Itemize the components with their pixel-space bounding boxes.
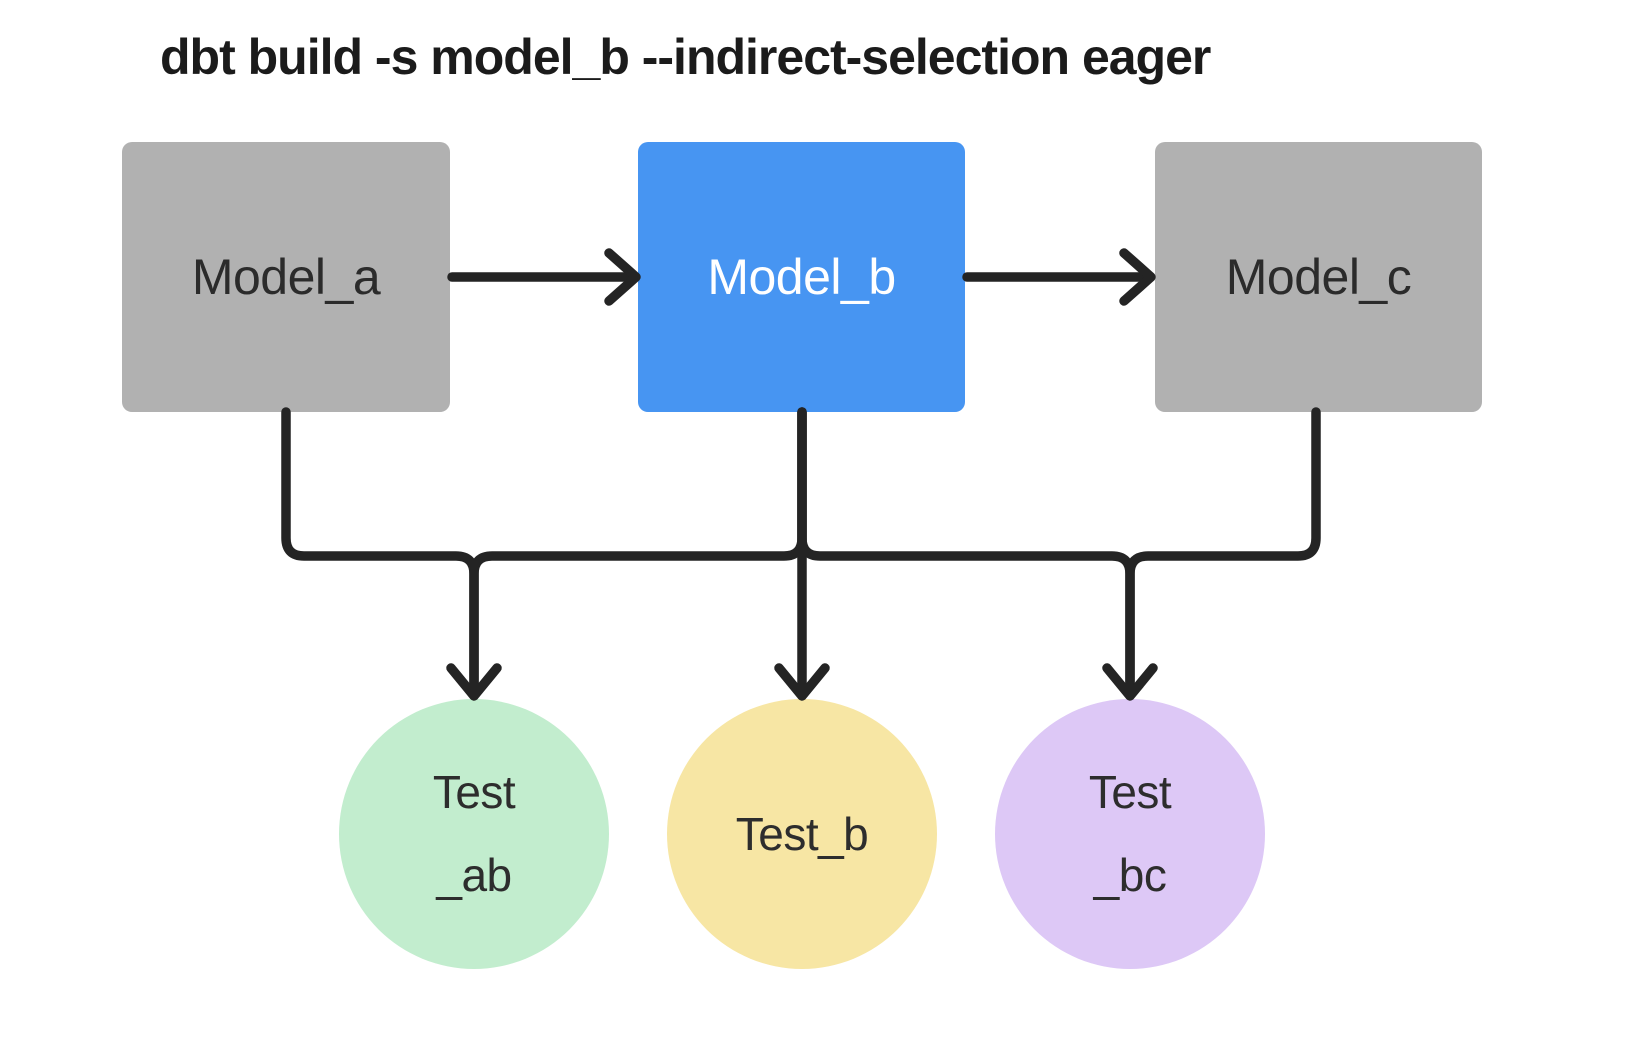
command-title: dbt build -s model_b --indirect-selectio… bbox=[160, 29, 1211, 85]
node-shapes bbox=[122, 142, 1482, 969]
test-b-node bbox=[667, 699, 937, 969]
test-bc-node bbox=[995, 699, 1265, 969]
arrowhead-test-b-icon bbox=[774, 663, 830, 701]
model-c-node bbox=[1155, 142, 1482, 412]
edge-model-a-to-test-ab bbox=[281, 407, 479, 697]
edge-model-c-to-test-bc bbox=[1125, 407, 1321, 697]
arrowhead-model-c-icon bbox=[1119, 248, 1156, 306]
test-ab-node bbox=[339, 699, 609, 969]
edge-lines bbox=[281, 248, 1321, 701]
model-b-node bbox=[638, 142, 965, 412]
edge-model-b-to-test-ab bbox=[469, 407, 807, 697]
model-a-node bbox=[122, 142, 450, 412]
arrowhead-model-b-icon bbox=[604, 248, 641, 306]
edge-model-b-to-test-bc bbox=[797, 407, 1135, 697]
arrowhead-test-bc-icon bbox=[1102, 663, 1158, 701]
arrowhead-test-ab-icon bbox=[446, 663, 502, 701]
